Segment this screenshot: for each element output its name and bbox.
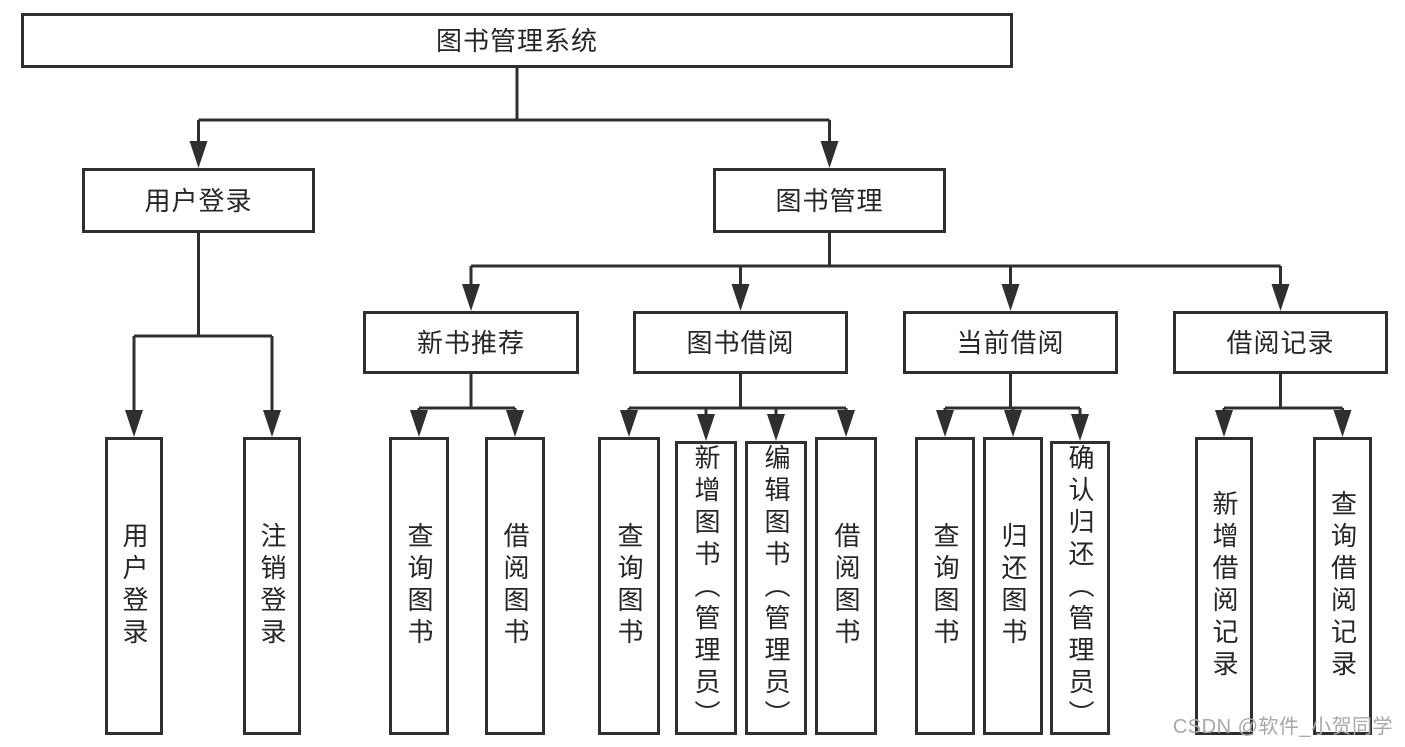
node-label: 图书管理 [775,185,884,216]
leaf-label: 新增图书（管理员） [691,444,721,732]
leaf-label: 注销登录 [257,522,287,650]
node-label: 图书管理系统 [435,25,598,56]
node-book-management: 图书管理 [713,168,946,233]
leaf-label: 查询借阅记录 [1327,490,1358,682]
leaf-edit-books-admin: 编辑图书（管理员） [745,441,807,735]
watermark-text: CSDN @软件_小贺同学 [1172,716,1393,738]
leaf-user-login: 用户登录 [105,437,163,735]
node-current-borrowing: 当前借阅 [903,311,1118,374]
leaf-return-books: 归还图书 [983,437,1043,735]
node-label: 当前借阅 [956,327,1065,358]
node-book-borrowing: 图书借阅 [633,311,848,374]
leaf-label: 新增借阅记录 [1209,490,1239,682]
leaf-label: 借阅图书 [500,522,530,650]
node-label: 借阅记录 [1226,327,1335,358]
leaf-logout-login: 注销登录 [243,437,301,735]
leaf-label: 确认归还（管理员） [1065,444,1095,732]
node-library-management-system: 图书管理系统 [21,13,1013,68]
leaf-label: 用户登录 [119,522,149,650]
leaf-add-books-admin: 新增图书（管理员） [675,441,737,735]
node-label: 新书推荐 [416,327,525,358]
leaf-borrow-books-1: 借阅图书 [485,437,545,735]
leaf-label: 查询图书 [614,522,644,650]
leaf-query-books-3: 查询图书 [915,437,975,735]
node-user-login: 用户登录 [82,168,315,233]
leaf-label: 归还图书 [998,522,1028,650]
leaf-query-books-1: 查询图书 [389,437,449,735]
node-borrowing-records: 借阅记录 [1173,311,1388,374]
leaf-query-borrow-record: 查询借阅记录 [1313,437,1372,735]
node-label: 图书借阅 [686,327,795,358]
leaf-label: 查询图书 [404,522,434,650]
leaf-label: 查询图书 [930,522,960,650]
leaf-confirm-return-admin: 确认归还（管理员） [1050,441,1110,735]
leaf-label: 借阅图书 [831,522,861,650]
node-new-book-recommend: 新书推荐 [363,311,579,374]
leaf-borrow-books-2: 借阅图书 [815,437,877,735]
leaf-add-borrow-record: 新增借阅记录 [1195,437,1253,735]
leaf-label: 编辑图书（管理员） [761,444,791,732]
leaf-query-books-2: 查询图书 [598,437,660,735]
node-label: 用户登录 [144,185,253,216]
